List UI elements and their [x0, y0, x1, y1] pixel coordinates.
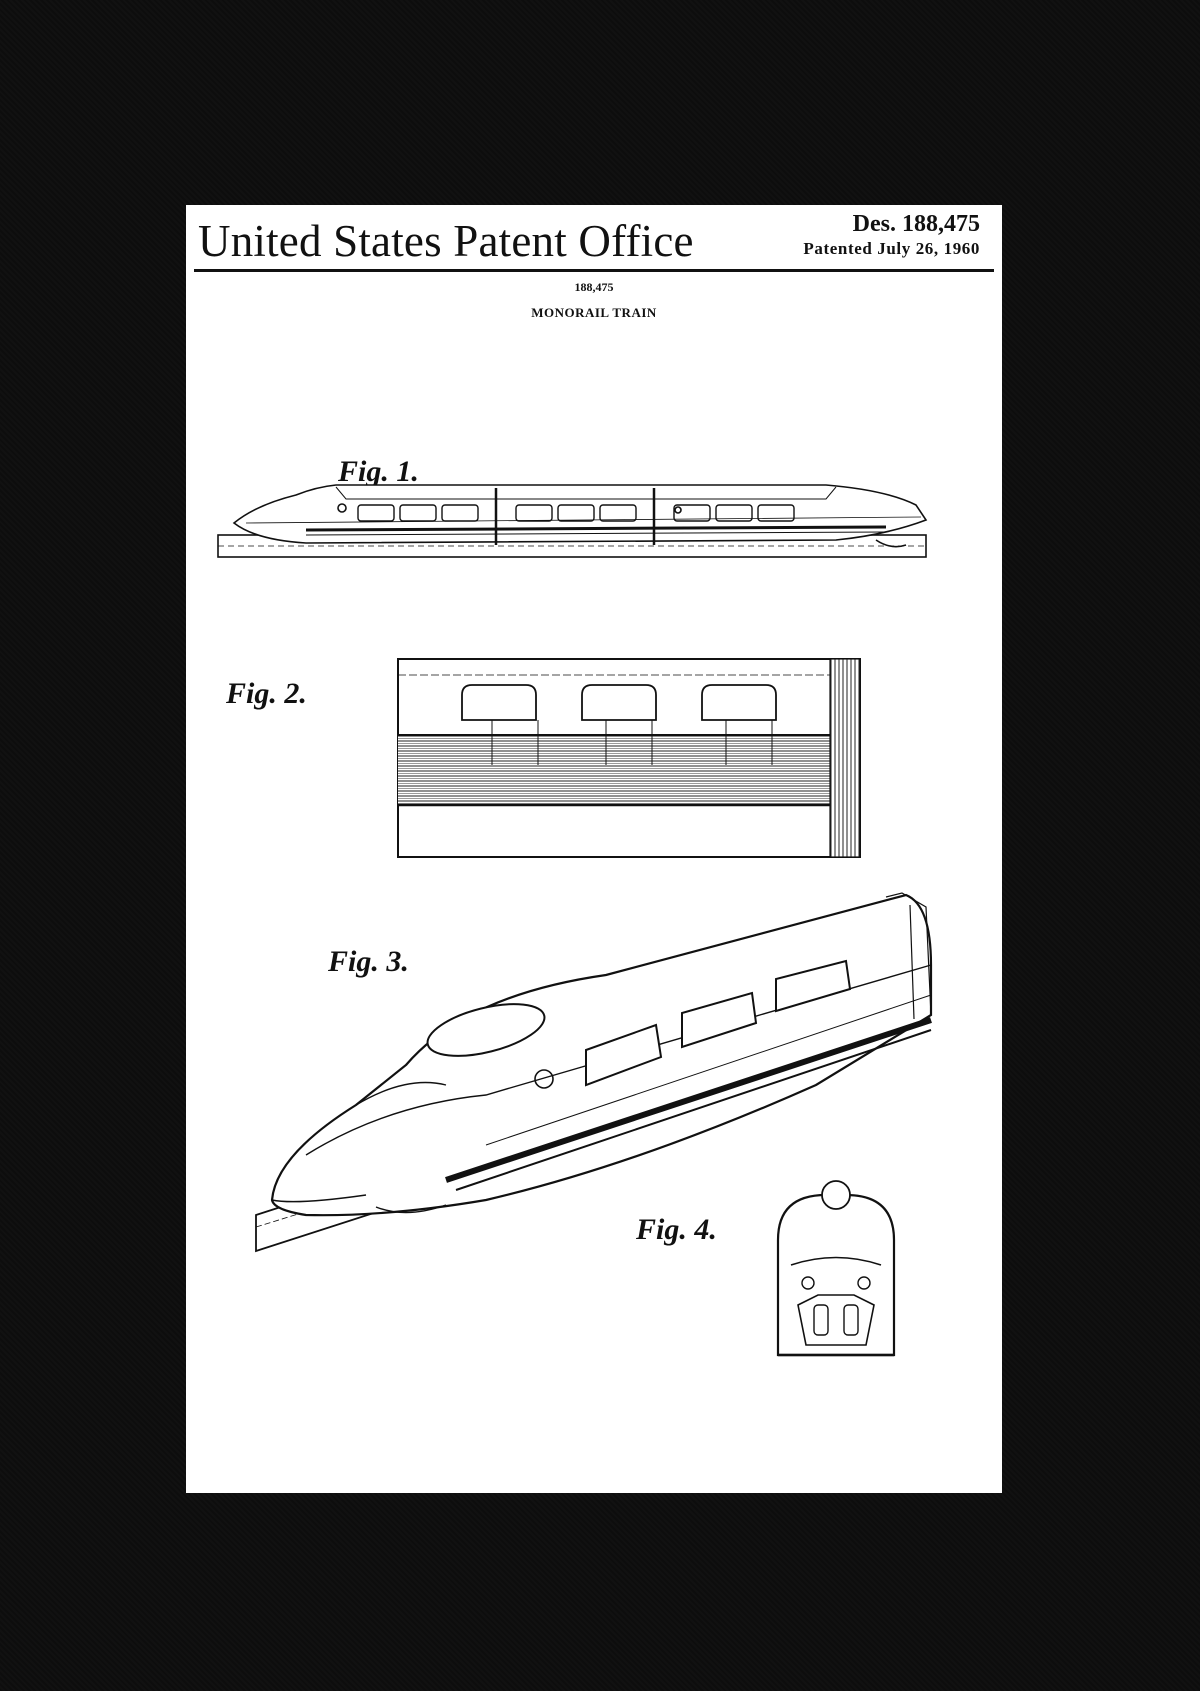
patent-number: 188,475	[574, 280, 614, 294]
patent-title: MONORAIL TRAIN	[531, 305, 657, 320]
fig-4-front-view	[776, 1180, 896, 1357]
design-number: Des. 188,475	[852, 211, 980, 237]
fig-1-side-view-train	[217, 484, 928, 558]
fig-2-car-panel-elevation	[397, 658, 861, 858]
patent-office-heading: United States Patent Office	[198, 216, 694, 266]
header-rule	[194, 269, 994, 272]
fig-1-label: Fig. 1.	[338, 455, 419, 488]
fig-4-label: Fig. 4.	[636, 1213, 717, 1246]
fig-2-label: Fig. 2.	[226, 677, 307, 710]
patent-drawings	[217, 484, 933, 1357]
patent-sheet: United States Patent Office Des. 188,475…	[186, 205, 1002, 1493]
fig-3-label: Fig. 3.	[328, 945, 409, 978]
fig-3-perspective-train	[255, 892, 933, 1253]
patent-date: Patented July 26, 1960	[803, 239, 980, 258]
